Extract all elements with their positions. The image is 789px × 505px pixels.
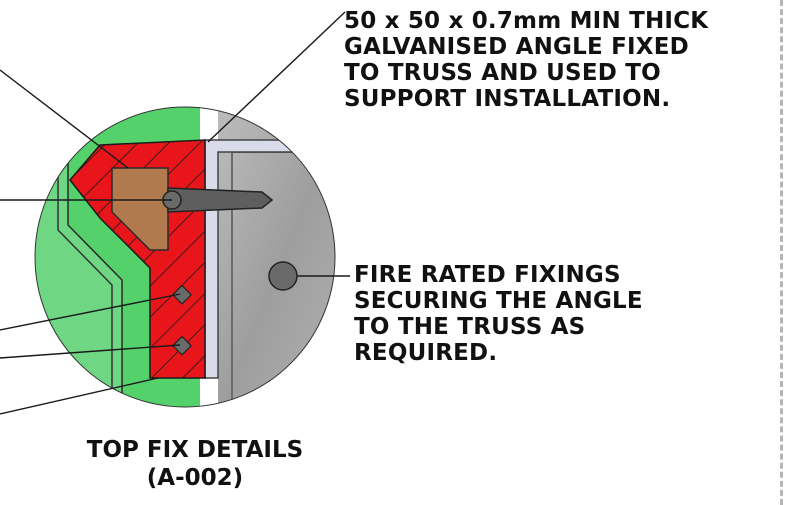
fixing-upper (171, 284, 193, 305)
leader-fixing-lower (0, 344, 181, 359)
callout-angle-line: SUPPORT INSTALLATION. (344, 86, 671, 112)
callout-angle-line: 50 x 50 x 0.7mm MIN THICK (344, 8, 709, 34)
callout-fixings-line: FIRE RATED FIXINGS (354, 262, 621, 288)
leader-fixing-upper (0, 293, 181, 331)
detail-caption: TOP FIX DETAILS (A-002) (60, 436, 330, 492)
callout-fixings-line: TO THE TRUSS AS (354, 314, 586, 340)
caption-title: TOP FIX DETAILS (86, 437, 304, 463)
leader-angle (207, 11, 346, 143)
callout-angle-line: TO TRUSS AND USED TO (344, 60, 661, 86)
caption-reference: (A-002) (146, 465, 244, 491)
callout-angle-line: GALVANISED ANGLE FIXED (344, 34, 689, 60)
detail-bubble (35, 107, 335, 407)
fixing-lower (171, 335, 193, 356)
leader-timber (0, 69, 129, 169)
callout-angle-text: 50 x 50 x 0.7mm MIN THICK GALVANISED ANG… (344, 8, 708, 112)
fire-rated-fixing (268, 261, 298, 291)
callout-fixings-line: SECURING THE ANGLE (354, 288, 643, 314)
callout-fixings-text: FIRE RATED FIXINGS SECURING THE ANGLE TO… (354, 262, 643, 366)
drawing-frame-edge (780, 0, 789, 505)
detail-bubble-outline (34, 106, 336, 408)
timber-block (111, 167, 169, 251)
leader-seal (0, 377, 159, 415)
callout-fixings-line: REQUIRED. (354, 340, 498, 366)
timber-screw (167, 187, 274, 213)
